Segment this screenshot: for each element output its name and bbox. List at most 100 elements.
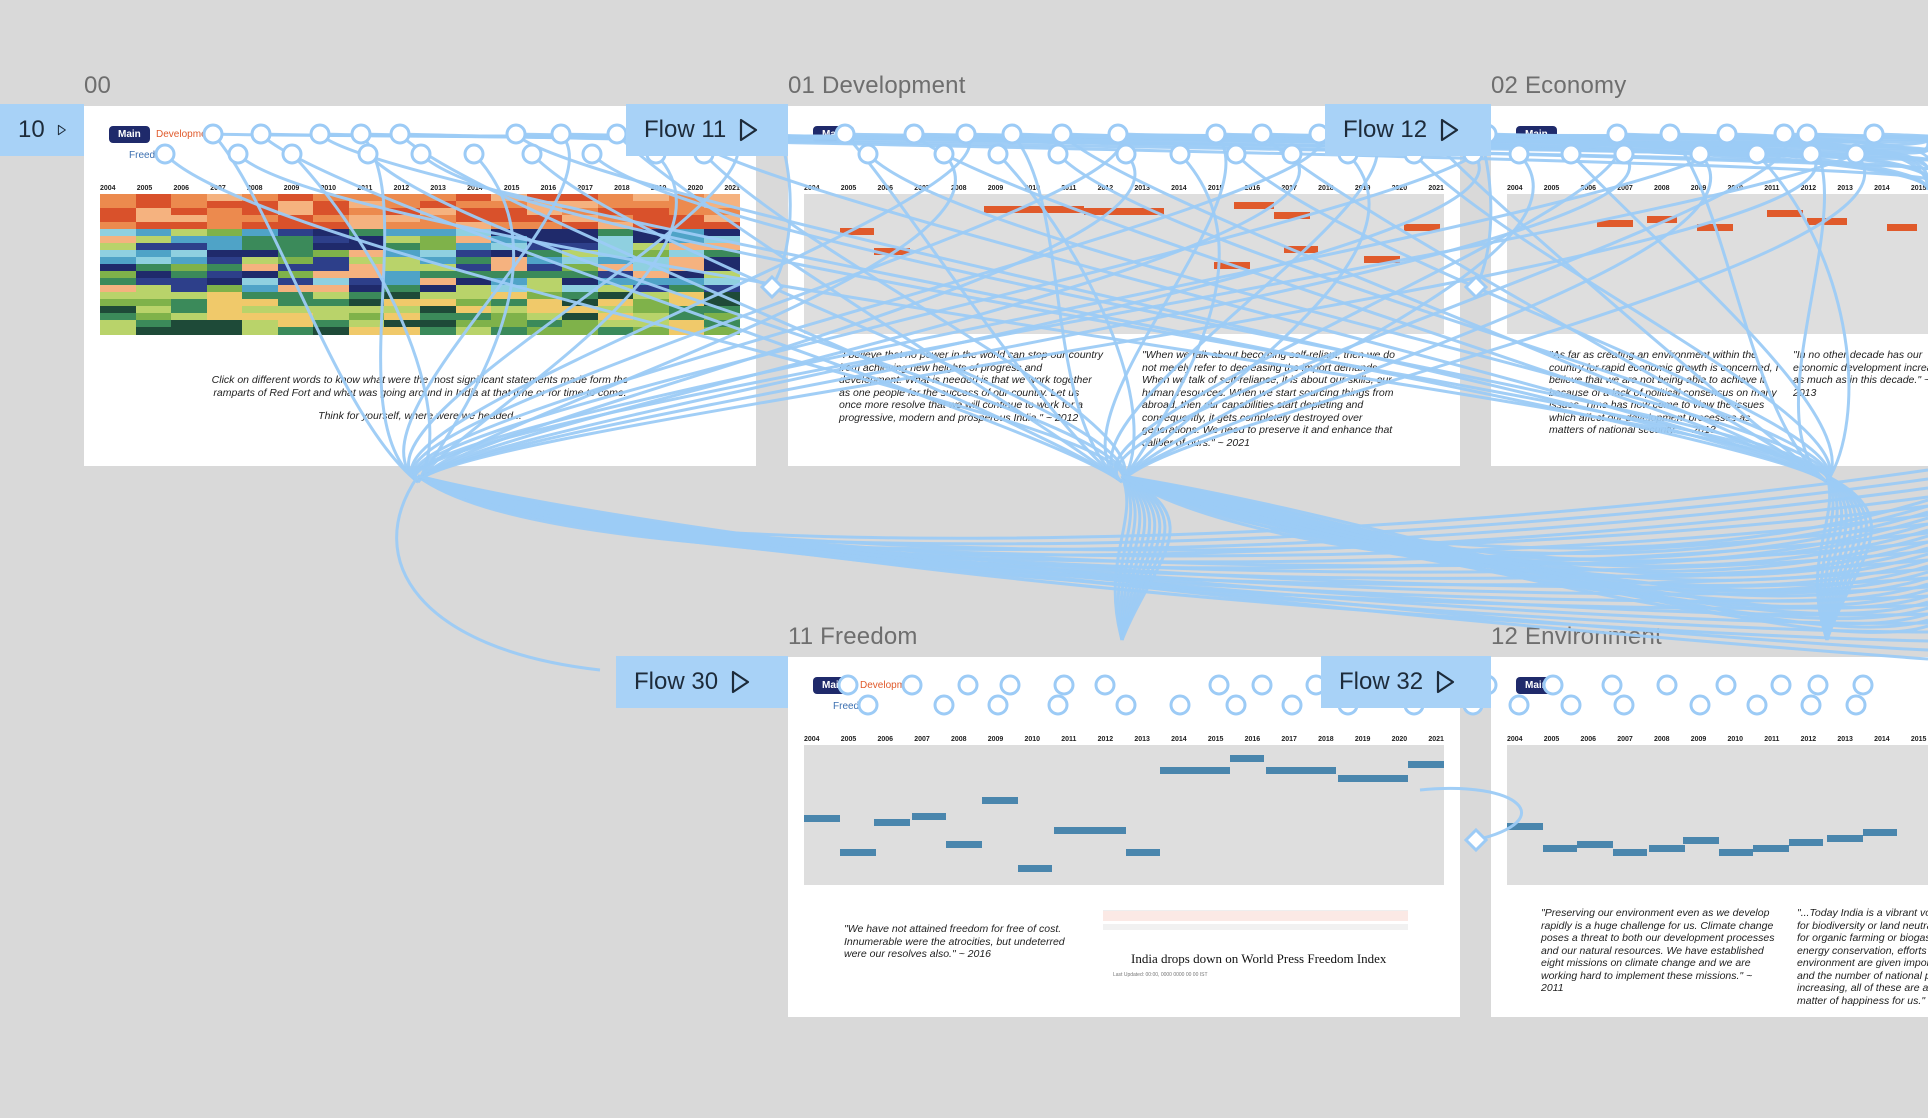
year-label[interactable]: 2009 xyxy=(1690,185,1707,192)
heatmap-cell[interactable] xyxy=(100,215,137,223)
year-label[interactable]: 2012 xyxy=(1800,736,1817,743)
year-label[interactable]: 2013 xyxy=(430,185,446,192)
year-label[interactable]: 2014 xyxy=(1171,185,1187,192)
year-label[interactable]: 2010 xyxy=(1727,185,1744,192)
year-label[interactable]: 2008 xyxy=(1654,185,1670,192)
heatmap-cell[interactable] xyxy=(135,201,172,209)
flow-10-tag[interactable]: 10 xyxy=(0,104,84,156)
year-label[interactable]: 2004 xyxy=(1507,736,1523,743)
heatmap-cell[interactable] xyxy=(135,299,172,307)
year-label[interactable]: 2006 xyxy=(877,736,894,743)
timeline-bar[interactable] xyxy=(1683,837,1719,844)
year-label[interactable]: 2010 xyxy=(1024,736,1041,743)
timeline-bar[interactable] xyxy=(1018,865,1052,872)
year-label[interactable]: 2021 xyxy=(1428,736,1444,743)
heatmap-cell[interactable] xyxy=(135,208,172,216)
year-label[interactable]: 2014 xyxy=(1874,185,1890,192)
year-label[interactable]: 2004 xyxy=(804,185,820,192)
heatmap-cell[interactable] xyxy=(100,222,137,230)
heatmap-cell[interactable] xyxy=(348,327,385,335)
heatmap-cell[interactable] xyxy=(135,292,172,300)
heatmap-cell[interactable] xyxy=(100,243,137,251)
timeline-bar[interactable] xyxy=(1214,262,1250,269)
year-label[interactable]: 2008 xyxy=(951,185,967,192)
year-label[interactable]: 2005 xyxy=(840,185,857,192)
year-label[interactable]: 2005 xyxy=(1543,185,1560,192)
year-label[interactable]: 2007 xyxy=(1617,185,1633,192)
year-label[interactable]: 2015 xyxy=(503,185,520,192)
year-label[interactable]: 2006 xyxy=(1580,736,1597,743)
timeline-bar[interactable] xyxy=(840,228,874,235)
heatmap-cell[interactable] xyxy=(135,215,172,223)
timeline-bar[interactable] xyxy=(1597,220,1633,227)
nav-main-chip[interactable]: Main xyxy=(1516,126,1557,143)
timeline-bar[interactable] xyxy=(1408,761,1444,768)
heatmap-cell[interactable] xyxy=(135,278,172,286)
heatmap-cell[interactable] xyxy=(135,243,172,251)
year-label[interactable]: 2006 xyxy=(173,185,190,192)
frame-title-freedom[interactable]: 11 Freedom xyxy=(788,623,918,650)
year-label[interactable]: 2006 xyxy=(877,185,894,192)
year-label[interactable]: 2018 xyxy=(1318,185,1334,192)
year-label[interactable]: 2010 xyxy=(1024,185,1041,192)
year-label[interactable]: 2020 xyxy=(687,185,704,192)
news-screenshot[interactable]: India drops down on World Press Freedom … xyxy=(1103,910,1408,981)
timeline-bar[interactable] xyxy=(1054,827,1126,834)
year-label[interactable]: 2019 xyxy=(1354,736,1371,743)
year-label[interactable]: 2004 xyxy=(100,185,116,192)
year-label[interactable]: 2009 xyxy=(987,736,1004,743)
year-label[interactable]: 2013 xyxy=(1134,736,1150,743)
year-label[interactable]: 2007 xyxy=(210,185,226,192)
year-label[interactable]: 2010 xyxy=(1727,736,1744,743)
timeline-bar[interactable] xyxy=(1543,845,1577,852)
heatmap-cell[interactable] xyxy=(135,229,172,237)
year-label[interactable]: 2019 xyxy=(1354,185,1371,192)
year-label[interactable]: 2011 xyxy=(1764,736,1780,743)
timeline-bar[interactable] xyxy=(1863,829,1897,836)
heatmap-cell[interactable] xyxy=(135,327,172,335)
heatmap-cell[interactable] xyxy=(100,201,137,209)
timeline-bar[interactable] xyxy=(1719,849,1753,856)
heatmap-cell[interactable] xyxy=(491,327,528,335)
year-label[interactable]: 2018 xyxy=(1318,736,1334,743)
heatmap-cell[interactable] xyxy=(100,292,137,300)
heatmap-cell[interactable] xyxy=(597,327,634,335)
year-label[interactable]: 2011 xyxy=(1061,736,1077,743)
year-label[interactable]: 2007 xyxy=(914,185,930,192)
flow-11-tag[interactable]: Flow 11 xyxy=(626,104,788,156)
year-label[interactable]: 2010 xyxy=(320,185,337,192)
timeline-bar[interactable] xyxy=(946,841,982,848)
year-label[interactable]: 2004 xyxy=(1507,185,1523,192)
year-label[interactable]: 2021 xyxy=(724,185,740,192)
year-label[interactable]: 2016 xyxy=(540,185,557,192)
heatmap-cell[interactable] xyxy=(100,194,137,202)
year-label[interactable]: 2017 xyxy=(1281,185,1297,192)
heatmap-cell[interactable] xyxy=(100,236,137,244)
timeline-bar[interactable] xyxy=(1753,845,1789,852)
nav-main-chip[interactable]: Main xyxy=(813,126,854,143)
heatmap-cell[interactable] xyxy=(135,194,172,202)
timeline-bar[interactable] xyxy=(1807,218,1847,225)
frame-title-00[interactable]: 00 xyxy=(84,72,112,99)
nav-main-chip[interactable]: Main xyxy=(109,126,150,143)
year-label[interactable]: 2018 xyxy=(614,185,630,192)
heatmap-cell[interactable] xyxy=(420,327,457,335)
heatmap-cell[interactable] xyxy=(135,285,172,293)
year-label[interactable]: 2007 xyxy=(1617,736,1633,743)
play-icon[interactable] xyxy=(1435,670,1455,694)
timeline-bar[interactable] xyxy=(1789,839,1823,846)
year-label[interactable]: 2005 xyxy=(1543,736,1560,743)
timeline-bar[interactable] xyxy=(984,206,1084,213)
year-label[interactable]: 2016 xyxy=(1244,185,1261,192)
flow-30-tag[interactable]: Flow 30 xyxy=(616,656,788,708)
heatmap-cell[interactable] xyxy=(135,257,172,265)
heatmap-cell[interactable] xyxy=(100,229,137,237)
heatmap-cell[interactable] xyxy=(135,250,172,258)
timeline-bar[interactable] xyxy=(1338,775,1408,782)
timeline-bar[interactable] xyxy=(1649,845,1685,852)
timeline-bar[interactable] xyxy=(1284,246,1318,253)
play-icon[interactable] xyxy=(57,118,66,142)
heatmap-cell[interactable] xyxy=(135,222,172,230)
year-label[interactable]: 2015 xyxy=(1910,736,1927,743)
